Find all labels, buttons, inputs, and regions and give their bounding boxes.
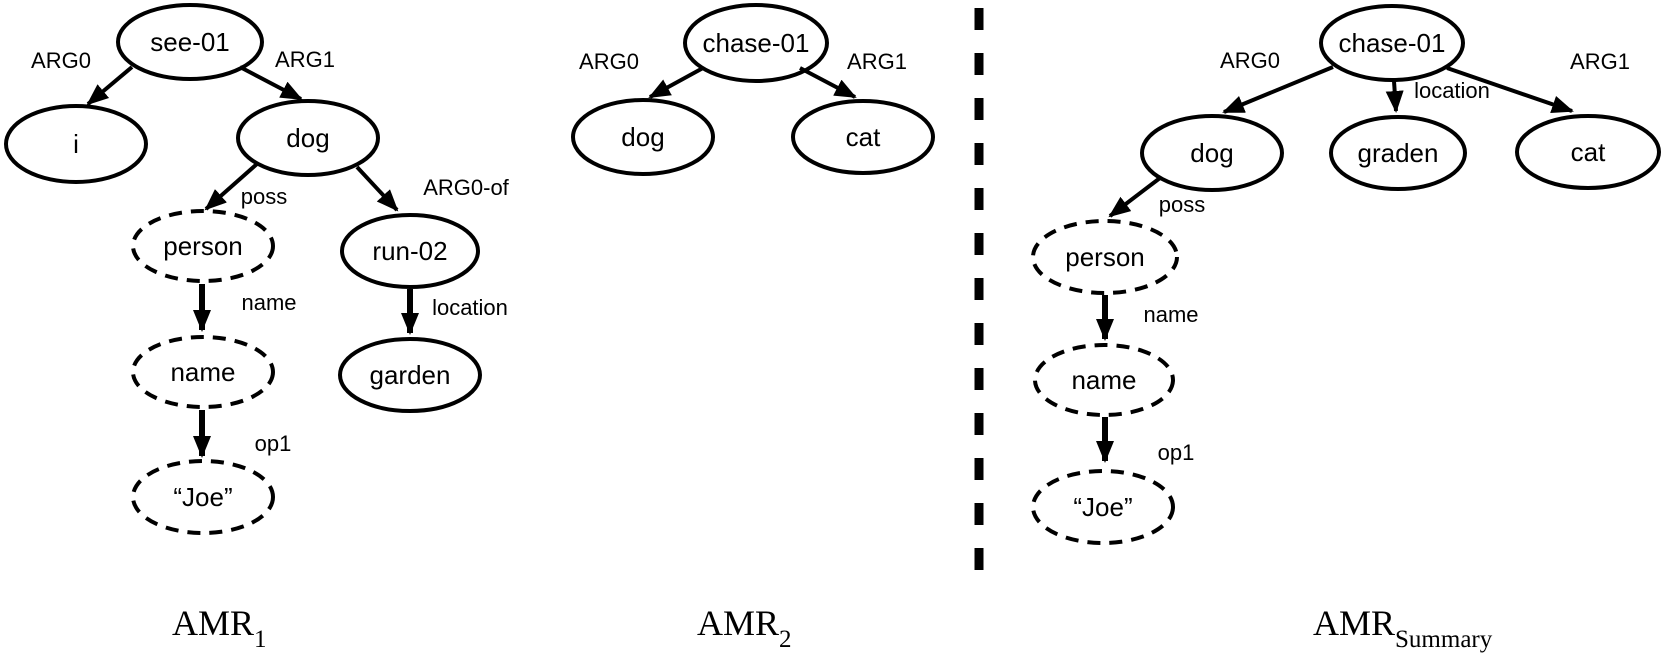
amr-summary-node-joe-label: “Joe” [1073,492,1132,522]
amr1-node-dog [236,99,380,177]
amr1-edge-arg1 [239,65,303,101]
amr-summary-edge-arg1 [1446,66,1574,114]
amr1-node-person-label: person [163,231,243,261]
amr1-node-see-01-label: see-01 [150,27,230,57]
amr1-edge-arg0-of-label: ARG0-of [423,175,509,200]
amr1-node-garden [338,337,482,413]
amr-summary-edge-name-label: name [1143,302,1198,327]
amr1-node-joe [131,459,275,535]
amr-summary-node-chase-01-label: chase-01 [1339,28,1446,58]
amr-summary-edge-poss-label: poss [1159,192,1205,217]
amr-summary-edge-op1-label: op1 [1158,440,1195,465]
amr1-edge-name-label: name [241,290,296,315]
amr-summary-node-name-label: name [1071,365,1136,395]
graph-amr-summary: chase-01 dog graden cat person name “Joe… [1031,4,1661,653]
amr2-edge-arg1-label: ARG1 [847,49,907,74]
amr-summary-node-person [1031,219,1179,295]
amr1-node-name [131,335,275,409]
amr2-node-chase-01-label: chase-01 [703,28,810,58]
amr2-edge-arg0-label: ARG0 [579,49,639,74]
amr2-node-dog [571,98,715,176]
amr-summary-node-name [1033,343,1175,417]
amr2-node-cat [791,99,935,175]
amr-summary-node-cat-label: cat [1571,137,1606,167]
amr2-node-dog-label: dog [621,122,664,152]
amr-summary-edge-location [1385,80,1404,113]
amr1-edge-arg0-of [355,165,399,212]
amr1-edge-poss-label: poss [241,184,287,209]
amr1-node-see-01 [116,3,264,81]
amr1-edge-arg1-label: ARG1 [275,47,335,72]
amr-summary-node-joe [1031,469,1175,545]
amr-summary-edge-arg0-label: ARG0 [1220,48,1280,73]
amr-summary-node-cat [1515,114,1661,190]
amr2-edge-arg1 [799,66,857,99]
amr2-caption: AMR2 [697,603,792,653]
amr1-node-person [131,209,275,283]
amr1-node-joe-label: “Joe” [173,482,232,512]
amr-summary-edge-arg0 [1222,65,1334,114]
amr1-node-name-label: name [170,357,235,387]
amr-summary-node-dog [1140,114,1284,192]
amr-summary-edge-arg1-label: ARG1 [1570,49,1630,74]
graph-amr1: see-01 i dog person run-02 name garden “… [4,3,510,653]
amr1-edge-poss [204,161,260,211]
amr1-node-i [4,104,148,184]
amr-summary-node-dog-label: dog [1190,138,1233,168]
amr-summary-edge-poss [1108,176,1162,218]
amr-summary-caption: AMRSummary [1313,603,1493,653]
amr1-node-run-02 [340,213,480,289]
amr2-node-chase-01 [683,3,829,83]
amr1-node-i-label: i [73,129,79,159]
amr1-edge-op1-label: op1 [255,431,292,456]
amr-summary-node-chase-01 [1319,4,1465,82]
amr2-edge-arg0 [648,66,704,99]
amr1-edge-arg0 [86,65,134,106]
amr1-node-dog-label: dog [286,123,329,153]
amr-summary-node-graden [1329,115,1467,191]
amr1-edge-location-label: location [432,295,508,320]
amr2-node-cat-label: cat [846,122,881,152]
amr1-caption: AMR1 [172,603,267,653]
amr1-node-run-02-label: run-02 [372,236,447,266]
amr1-node-garden-label: garden [370,360,451,390]
amr-summary-edge-location-label: location [1414,78,1490,103]
amr-summary-node-person-label: person [1065,242,1145,272]
graph-amr2: chase-01 dog cat ARG0 ARG1 AMR2 [571,3,935,653]
amr1-edge-arg0-label: ARG0 [31,48,91,73]
amr-summary-node-graden-label: graden [1358,138,1439,168]
